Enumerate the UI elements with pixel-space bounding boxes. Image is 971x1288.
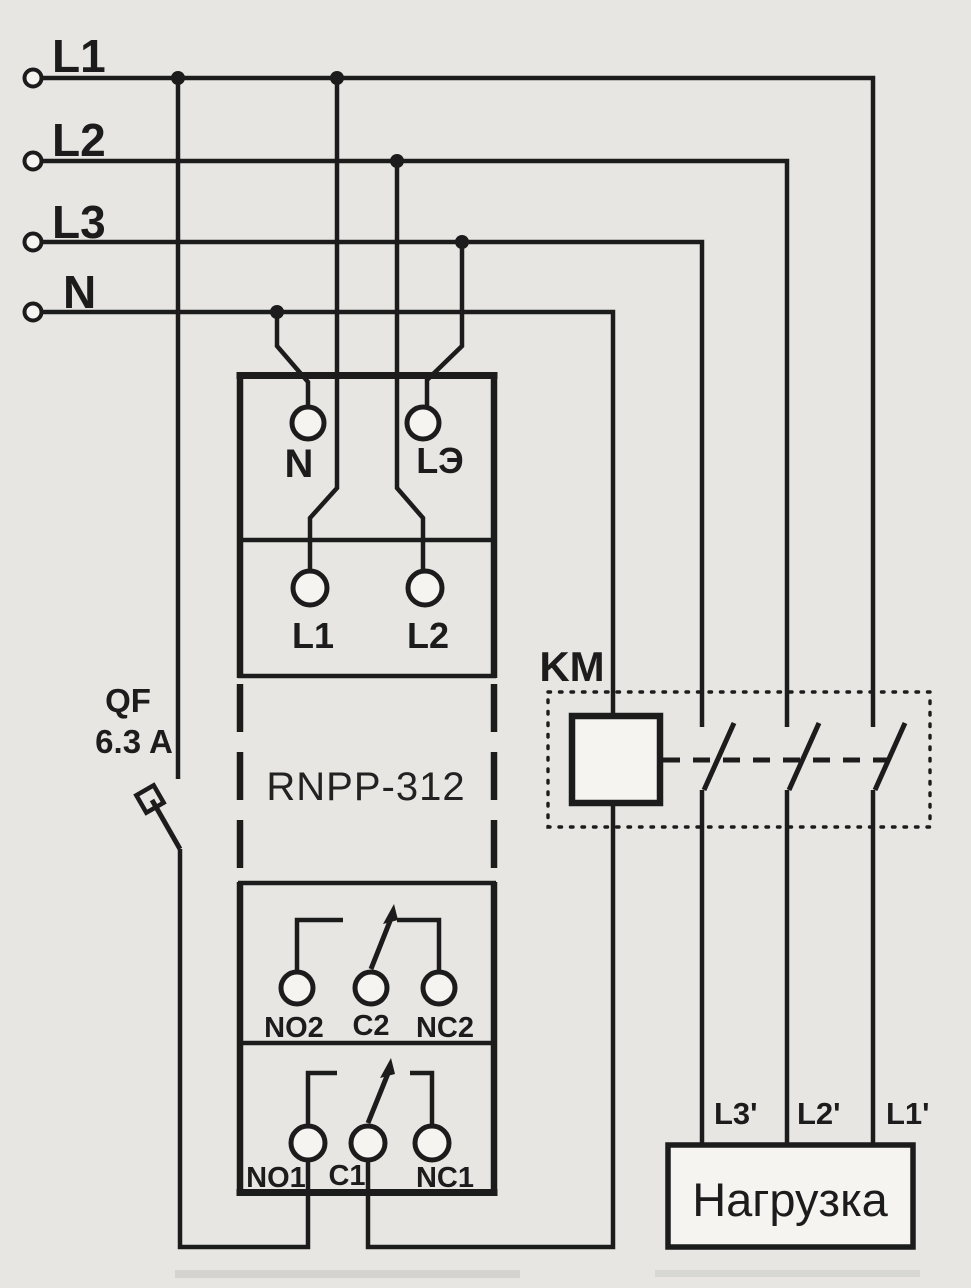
device-rnpp-312: RNPP-312 N LЭ L1 L2 NO2 C2 NC2 — [236, 372, 498, 1196]
rail-l1-wire — [42, 75, 876, 727]
device-terminal-l3-label: LЭ — [416, 440, 464, 481]
device-terminal-n — [289, 404, 327, 442]
rail-label-l3: L3 — [52, 196, 106, 248]
relay2-terminal-c2 — [352, 969, 390, 1007]
rail-label-n: N — [63, 266, 96, 318]
relay1-bracket-left — [305, 1070, 337, 1125]
rail-n-wire — [42, 309, 616, 716]
relay2-terminal-no2 — [278, 969, 316, 1007]
relay1-no1-label: NO1 — [246, 1162, 306, 1194]
km-contact-blade-2 — [786, 721, 822, 792]
qf-rating-label: 6.3 A — [95, 723, 173, 760]
device-terminal-l2 — [405, 568, 445, 608]
circuit-breaker-qf: QF 6.3 A — [95, 78, 311, 1250]
rail-label-l2: L2 — [52, 114, 106, 166]
device-terminal-l1 — [290, 568, 330, 608]
relay1-bracket-right — [410, 1070, 435, 1125]
relay2-bracket-right — [397, 917, 442, 971]
rail-label-l1: L1 — [52, 30, 106, 82]
load-box — [665, 1142, 916, 1250]
device-terminal-l2-label: L2 — [407, 615, 449, 656]
supply-terminal-n — [22, 301, 44, 323]
relay1-terminal-no1 — [288, 1123, 328, 1163]
qf-breaker-box-symbol — [133, 782, 167, 816]
supply-rails: L1 L2 L3 N — [22, 30, 876, 727]
output-label-l3: L3' — [714, 1096, 758, 1131]
km-contact-blade-1 — [701, 721, 737, 792]
scan-smudge-right — [655, 1270, 920, 1277]
device-input-wires — [274, 78, 465, 572]
supply-terminal-l3 — [22, 231, 44, 253]
km-dotted-enclosure — [546, 690, 932, 829]
rail-l2-wire — [42, 158, 790, 727]
load-block: Нагрузка L3' L2' L1' — [665, 1096, 930, 1250]
relay1-nc1-label: NC1 — [416, 1162, 474, 1194]
supply-terminal-l1 — [22, 67, 44, 89]
relay1-terminal-nc1 — [412, 1123, 452, 1163]
relay2-c2-label: C2 — [352, 1010, 389, 1042]
wire-n-to-terminal — [274, 312, 311, 407]
load-label: Нагрузка — [692, 1173, 888, 1226]
device-model-label: RNPP-312 — [266, 765, 465, 809]
km-coil-symbol — [568, 712, 664, 807]
relay2-bracket-left — [294, 917, 343, 971]
rail-l3-wire — [42, 239, 705, 727]
device-terminal-l3 — [404, 404, 442, 442]
wire-l1-to-terminal — [307, 78, 340, 572]
relay2-no2-label: NO2 — [264, 1012, 324, 1044]
relay1-c1-label: C1 — [328, 1160, 365, 1192]
relay2-changeover-contact: NO2 C2 NC2 — [264, 904, 474, 1044]
relay2-blade — [368, 915, 395, 970]
qf-designator-label: QF — [105, 682, 151, 719]
relay2-terminal-nc2 — [420, 969, 458, 1007]
relay2-nc2-label: NC2 — [416, 1012, 474, 1044]
device-terminal-n-label: N — [285, 442, 314, 486]
relay1-blade-arrow — [380, 1058, 395, 1078]
output-label-l2: L2' — [797, 1096, 841, 1131]
qf-lower-wire-to-no1 — [177, 849, 311, 1250]
km-contact-blade-3 — [872, 721, 908, 792]
scan-smudge-left — [175, 1270, 520, 1278]
output-label-l1: L1' — [886, 1096, 930, 1131]
device-terminal-l1-label: L1 — [292, 615, 334, 656]
relay1-terminal-c1 — [348, 1123, 388, 1163]
wire-l3-to-terminal — [424, 242, 465, 407]
relay1-changeover-contact: NO1 C1 NC1 — [246, 1058, 474, 1194]
relay2-blade-arrow — [383, 904, 398, 924]
km-designator-label: KM — [539, 643, 604, 690]
relay1-blade — [365, 1070, 392, 1124]
wire-l2-to-terminal — [394, 161, 426, 572]
contactor-km: KM — [539, 643, 932, 1145]
wire-c1-to-km-coil — [365, 805, 616, 1250]
supply-terminal-l2 — [22, 150, 44, 172]
